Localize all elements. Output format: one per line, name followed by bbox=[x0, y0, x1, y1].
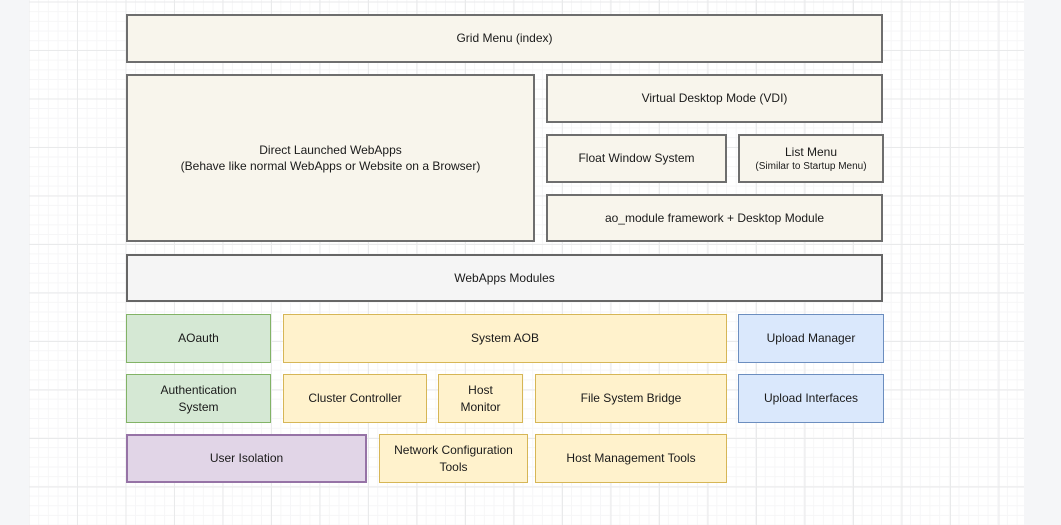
shape-virtual-desktop-mode: Virtual Desktop Mode (VDI) bbox=[546, 74, 883, 123]
shape-network-configuration-tools: Network Configuration Tools bbox=[379, 434, 528, 483]
shape-list-menu: List Menu (Similar to Startup Menu) bbox=[738, 134, 884, 183]
shape-upload-manager: Upload Manager bbox=[738, 314, 884, 363]
shape-host-monitor: Host Monitor bbox=[438, 374, 523, 423]
shape-upload-interfaces: Upload Interfaces bbox=[738, 374, 884, 423]
label-aoauth: AOauth bbox=[178, 331, 219, 346]
shape-system-aob: System AOB bbox=[283, 314, 727, 363]
shape-cluster-controller: Cluster Controller bbox=[283, 374, 427, 423]
label-float-window-system: Float Window System bbox=[578, 151, 695, 166]
label-upload-interfaces: Upload Interfaces bbox=[763, 391, 859, 406]
sublabel-list-menu: (Similar to Startup Menu) bbox=[755, 160, 867, 172]
label-virtual-desktop-mode: Virtual Desktop Mode (VDI) bbox=[641, 91, 788, 106]
label-host-management-tools: Host Management Tools bbox=[566, 451, 696, 466]
shape-grid-menu: Grid Menu (index) bbox=[126, 14, 883, 63]
label-grid-menu: Grid Menu (index) bbox=[456, 31, 553, 46]
label-list-menu: List Menu bbox=[784, 144, 838, 159]
label-cluster-controller: Cluster Controller bbox=[308, 391, 402, 406]
label-upload-manager: Upload Manager bbox=[766, 331, 856, 346]
shape-host-management-tools: Host Management Tools bbox=[535, 434, 727, 483]
sublabel-direct-launched-webapps: (Behave like normal WebApps or Website o… bbox=[180, 159, 481, 173]
label-webapps-modules: WebApps Modules bbox=[454, 270, 555, 285]
shape-ao-module-framework: ao_module framework + Desktop Module bbox=[546, 194, 883, 242]
label-direct-launched-webapps: Direct Launched WebApps bbox=[259, 142, 402, 157]
shape-user-isolation: User Isolation bbox=[126, 434, 367, 483]
label-ao-module-framework: ao_module framework + Desktop Module bbox=[604, 210, 825, 225]
shape-file-system-bridge: File System Bridge bbox=[535, 374, 727, 423]
shape-aoauth: AOauth bbox=[126, 314, 271, 363]
label-authentication-system: Authentication System bbox=[160, 383, 237, 414]
label-file-system-bridge: File System Bridge bbox=[580, 391, 682, 406]
shape-webapps-modules: WebApps Modules bbox=[126, 254, 883, 302]
shape-authentication-system: Authentication System bbox=[126, 374, 271, 423]
shape-float-window-system: Float Window System bbox=[546, 134, 727, 183]
label-network-configuration-tools: Network Configuration Tools bbox=[394, 443, 513, 474]
label-user-isolation: User Isolation bbox=[209, 451, 284, 466]
label-system-aob: System AOB bbox=[470, 331, 540, 346]
label-host-monitor: Host Monitor bbox=[460, 383, 501, 414]
shape-direct-launched-webapps: Direct Launched WebApps (Behave like nor… bbox=[126, 74, 535, 242]
